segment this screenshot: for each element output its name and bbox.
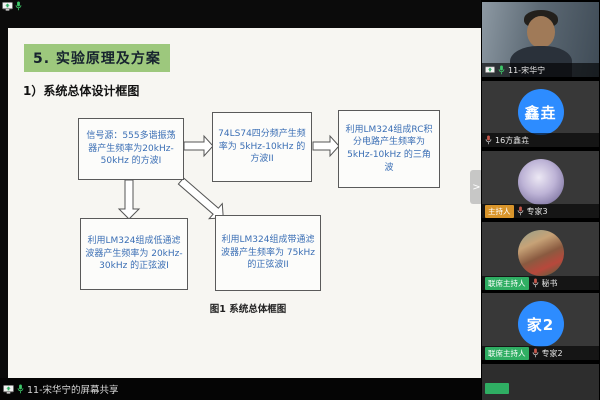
cohost-badge: 联席主持人: [485, 276, 529, 290]
participant-name: 专家3: [526, 206, 548, 216]
screen-share-icon: [485, 65, 495, 75]
screen-share-icon: [2, 1, 13, 11]
participant-name: 专家2: [541, 348, 563, 358]
participant-tile-video[interactable]: 11-宋华宁: [482, 2, 599, 77]
participant-tile[interactable]: 鑫垚 16方鑫垚: [482, 81, 599, 147]
participant-label: 16方鑫垚: [482, 133, 599, 147]
slide-title: 5. 实验原理及方案: [24, 44, 170, 72]
shared-screen-slide: 5. 实验原理及方案 1）系统总体设计框图 信号源：555多谐振荡器产生频率为2…: [8, 28, 482, 378]
cohost-badge: 联席主持人: [485, 346, 529, 360]
chevron-right-icon: >: [472, 181, 481, 193]
screen-share-status-bar: 11-宋华宁的屏幕共享: [0, 378, 481, 400]
avatar: [517, 230, 564, 276]
participant-name: 11-宋华宁: [508, 65, 546, 75]
flow-box-rc-integrator: 利用LM324组成RC积分电路产生频率为 5kHz-10kHz 的三角波: [338, 110, 440, 188]
flow-box-signal-source: 信号源：555多谐振荡器产生频率为20kHz-50kHz 的方波I: [78, 118, 184, 180]
participant-label: 联席主持人 秘书: [482, 276, 599, 290]
screen-share-icon: [3, 384, 14, 394]
participant-tile[interactable]: 联席主持人 秘书: [482, 222, 599, 290]
avatar: 家2: [517, 301, 564, 347]
share-banner-text: 11-宋华宁的屏幕共享: [27, 385, 119, 396]
mic-on-icon: [17, 384, 24, 394]
participant-tile-partial[interactable]: [482, 364, 599, 400]
flow-box-lowpass-filter: 利用LM324组成低通滤波器产生频率为 20kHz-30kHz 的正弦波I: [80, 218, 188, 290]
slide-subtitle: 1）系统总体设计框图: [23, 84, 140, 98]
flow-box-divider-74ls74: 74LS74四分频产生频率为 5kHz-10kHz 的方波II: [212, 112, 312, 182]
flow-box-bandpass-filter: 利用LM324组成带通滤波器产生频率为 75kHz 的正弦波II: [215, 215, 321, 291]
mic-on-icon: [15, 1, 22, 11]
participant-label: 联席主持人 专家2: [482, 346, 599, 360]
figure-caption: 图1 系统总体框图: [209, 304, 287, 315]
mic-muted-icon: [532, 278, 539, 288]
participant-name: 秘书: [541, 278, 558, 288]
mic-muted-icon: [485, 135, 492, 145]
participant-tile[interactable]: 主持人 专家3: [482, 151, 599, 218]
mic-muted-icon: [517, 206, 524, 216]
cohost-badge-fragment: [485, 383, 509, 394]
avatar: 鑫垚: [517, 89, 564, 135]
avatar: [517, 159, 564, 205]
participants-sidebar: 11-宋华宁 鑫垚 16方鑫垚 主持人: [481, 0, 600, 400]
participant-tile[interactable]: 家2 联席主持人 专家2: [482, 293, 599, 360]
share-indicator: [2, 1, 22, 11]
mic-muted-icon: [532, 348, 539, 358]
participant-label: 11-宋华宁: [482, 63, 599, 77]
mic-on-icon: [498, 65, 505, 75]
participant-name: 16方鑫垚: [495, 135, 530, 145]
sidebar-collapse-button[interactable]: >: [470, 170, 483, 204]
participant-label: 主持人 专家3: [482, 204, 599, 218]
host-badge: 主持人: [485, 204, 514, 218]
flowchart-arrows: [117, 134, 340, 220]
video-person-face: [527, 16, 555, 48]
